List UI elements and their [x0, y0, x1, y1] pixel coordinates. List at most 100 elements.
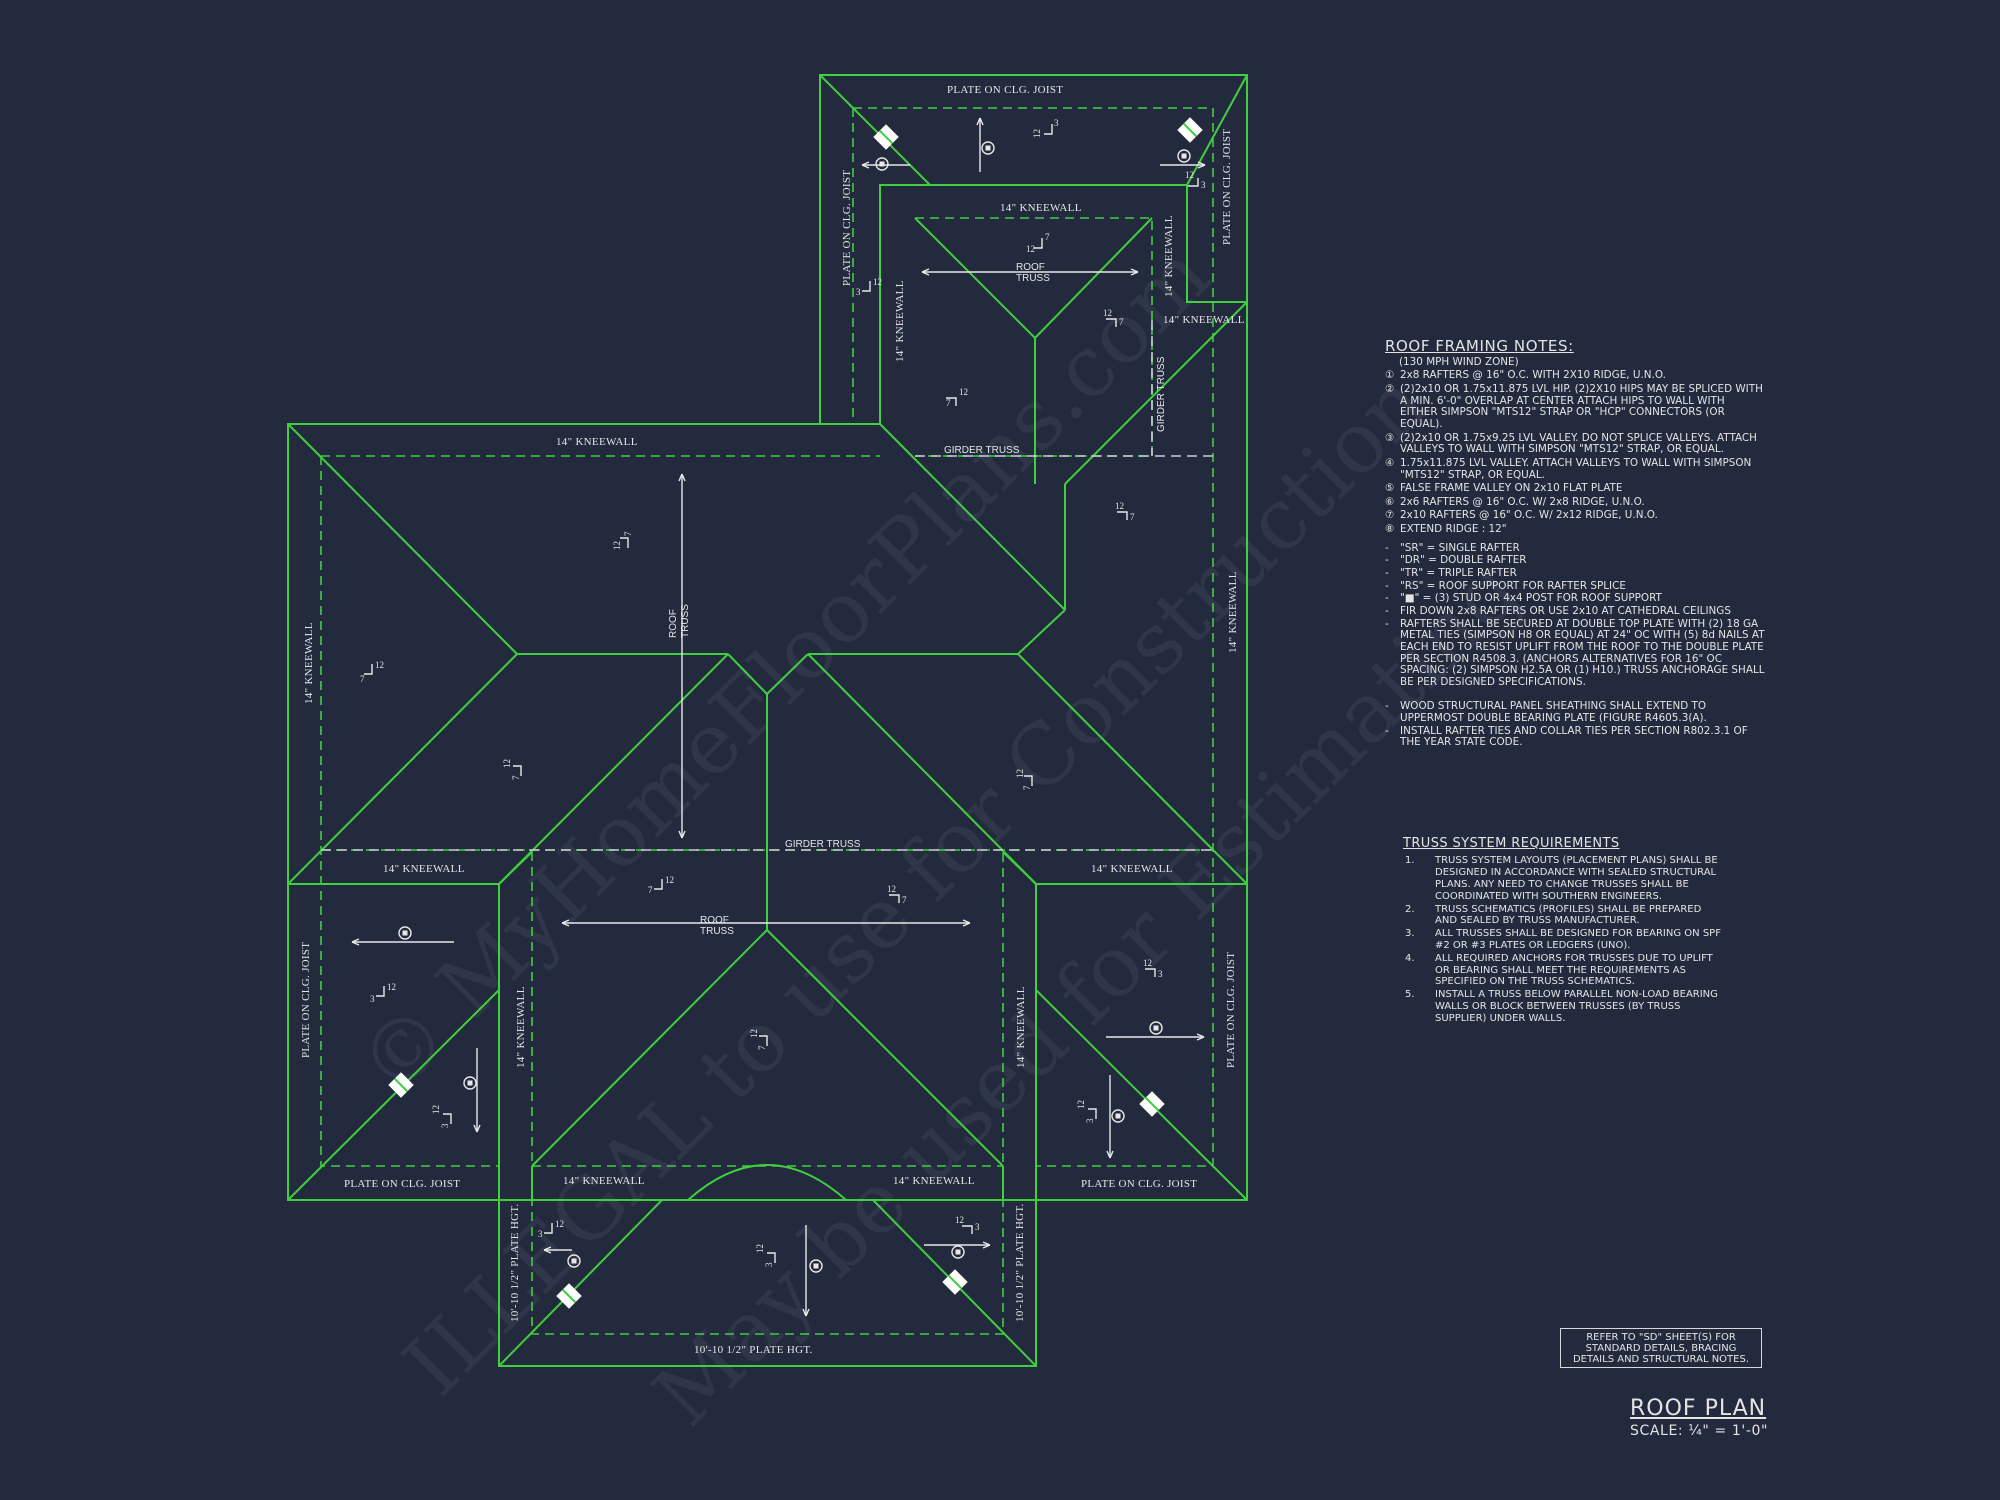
- pitch-symbol: 127: [612, 531, 633, 550]
- pitch-symbol: 127: [1015, 769, 1033, 790]
- svg-text:12: 12: [959, 387, 968, 397]
- svg-text:3: 3: [1085, 1118, 1095, 1123]
- svg-text:12: 12: [431, 1105, 441, 1114]
- svg-text:7: 7: [648, 885, 653, 895]
- svg-text:7: 7: [360, 674, 365, 684]
- label-kneewall-right: 14" KNEEWALL: [1227, 571, 1239, 653]
- label-plate-hgt-right: 10'-10 1/2" PLATE HGT.: [1014, 1203, 1026, 1322]
- svg-text:7: 7: [1130, 512, 1135, 522]
- truss-system-requirements: TRUSS SYSTEM REQUIREMENTS 1.TRUSS SYSTEM…: [1403, 836, 1723, 1024]
- label-kneewall-front-right: 14" KNEEWALL: [1015, 986, 1027, 1068]
- definition-item: -"DR" = DOUBLE RAFTER: [1385, 554, 1527, 567]
- svg-text:12: 12: [387, 982, 396, 992]
- svg-text:12: 12: [1015, 769, 1025, 778]
- truss-item: 4.ALL REQUIRED ANCHORS FOR TRUSSES DUE T…: [1405, 952, 1713, 988]
- hip-marker: [1177, 117, 1203, 143]
- svg-text:3: 3: [1054, 118, 1059, 128]
- reference-note-box: REFER TO "SD" SHEET(S) FOR STANDARD DETA…: [1560, 1328, 1762, 1368]
- roof-framing-notes: ROOF FRAMING NOTES: (130 MPH WIND ZONE) …: [1385, 338, 1765, 749]
- svg-text:7: 7: [946, 398, 951, 408]
- svg-text:7: 7: [1045, 232, 1050, 242]
- note-item: ②(2)2x10 OR 1.75x11.875 LVL HIP. (2)2X10…: [1385, 383, 1763, 430]
- truss-item: 1.TRUSS SYSTEM LAYOUTS (PLACEMENT PLANS)…: [1405, 855, 1718, 902]
- post-marker: [875, 157, 889, 171]
- label-plate-upper-right: PLATE ON CLG. JOIST: [1221, 129, 1233, 245]
- label-plate-right-wing: PLATE ON CLG. JOIST: [1225, 952, 1237, 1068]
- roof-lines: [287, 74, 1248, 1367]
- svg-text:3: 3: [764, 1262, 774, 1267]
- ref-line: STANDARD DETAILS, BRACING: [1585, 1343, 1737, 1354]
- svg-text:12: 12: [1103, 308, 1112, 318]
- svg-text:3: 3: [440, 1123, 450, 1128]
- svg-text:12: 12: [755, 1244, 765, 1253]
- label-kneewall-right-wing: 14" KNEEWALL: [1091, 863, 1173, 875]
- pitch-symbol: 127: [887, 884, 907, 905]
- definition-item: -FIR DOWN 2x8 RAFTERS OR USE 2x10 AT CAT…: [1385, 604, 1731, 617]
- post-marker: [1177, 149, 1191, 163]
- label-girder-truss-vertical: GIRDER TRUSS: [1156, 356, 1167, 432]
- pitch-symbol: 12 3: [1076, 1100, 1097, 1123]
- label-kneewall-left: 14" KNEEWALL: [303, 622, 315, 704]
- svg-text:12: 12: [375, 660, 384, 670]
- pitch-symbol: 12 3: [755, 1244, 776, 1267]
- label-girder-truss-main: GIRDER TRUSS: [785, 839, 861, 850]
- svg-text:12: 12: [555, 1219, 564, 1229]
- truss-item: 5.INSTALL A TRUSS BELOW PARALLEL NON-LOA…: [1405, 989, 1718, 1024]
- definition-item: -"TR" = TRIPLE RAFTER: [1385, 567, 1517, 580]
- svg-text:12: 12: [749, 1029, 759, 1038]
- svg-text:7: 7: [511, 775, 521, 780]
- label-kneewall-main: 14" KNEEWALL: [556, 436, 638, 448]
- post-marker: [981, 141, 995, 155]
- svg-text:12: 12: [873, 277, 882, 287]
- notes-subtitle: (130 MPH WIND ZONE): [1399, 355, 1519, 368]
- svg-text:12: 12: [1076, 1100, 1086, 1109]
- pitch-symbol: 127: [1115, 501, 1135, 522]
- ref-line: REFER TO "SD" SHEET(S) FOR: [1586, 1332, 1736, 1343]
- pitch-symbol: 127: [502, 759, 522, 780]
- svg-text:3: 3: [538, 1229, 543, 1239]
- pitch-symbol: 712: [648, 875, 674, 895]
- notes-title: ROOF FRAMING NOTES:: [1385, 337, 1574, 355]
- svg-text:3: 3: [1158, 969, 1163, 979]
- ref-line: DETAILS AND STRUCTURAL NOTES.: [1572, 1354, 1749, 1365]
- label-kneewall-upper-left: 14" KNEEWALL: [894, 280, 906, 362]
- svg-text:3: 3: [856, 287, 861, 297]
- pitch-symbol: 127: [1103, 308, 1124, 327]
- truss-item: 2.TRUSS SCHEMATICS (PROFILES) SHALL BE P…: [1405, 903, 1702, 927]
- roof-support-posts: [398, 141, 1191, 1273]
- svg-text:3: 3: [1201, 180, 1206, 190]
- label-kneewall-upper-right: 14" KNEEWALL: [1163, 314, 1245, 326]
- sheet-scale: SCALE: ¼" = 1'-0": [1630, 1423, 1769, 1439]
- svg-text:12: 12: [887, 884, 896, 894]
- label-kneewall-upper: 14" KNEEWALL: [1000, 202, 1082, 214]
- definition-item: -"■" = (3) STUD OR 4x4 POST FOR ROOF SUP…: [1385, 592, 1662, 605]
- label-kneewall-upper-side: 14" KNEEWALL: [1163, 215, 1175, 297]
- label-kneewall-bottom-left: 14" KNEEWALL: [563, 1175, 645, 1187]
- label-kneewall-front-left: 14" KNEEWALL: [515, 986, 527, 1068]
- pitch-symbol: 123: [1032, 118, 1059, 138]
- definition-item: -"RS" = ROOF SUPPORT FOR RAFTER SPLICE: [1385, 579, 1626, 592]
- pitch-symbol: 12 7: [946, 387, 968, 408]
- label-roof-truss-front-1: ROOF: [700, 915, 729, 926]
- pitch-symbol: 12 7: [749, 1029, 768, 1050]
- svg-text:12: 12: [1026, 244, 1035, 254]
- pitch-symbol: 123: [1185, 170, 1206, 190]
- svg-text:12: 12: [955, 1215, 964, 1225]
- svg-text:7: 7: [757, 1045, 767, 1050]
- label-plate-hgt-left: 10'-10 1/2" PLATE HGT.: [509, 1203, 521, 1322]
- pitch-symbol: 3 12: [856, 277, 882, 297]
- svg-text:12: 12: [612, 541, 622, 550]
- label-roof-truss-main-1: ROOF: [668, 609, 679, 638]
- pitch-symbol: 7 12: [360, 660, 384, 684]
- label-plate-top: PLATE ON CLG. JOIST: [947, 84, 1063, 96]
- label-plate-bottom-right: PLATE ON CLG. JOIST: [1081, 1178, 1197, 1190]
- label-roof-truss-upper-1: ROOF: [1016, 262, 1045, 273]
- post-marker: [809, 1259, 823, 1273]
- label-plate-left-wing: PLATE ON CLG. JOIST: [300, 942, 312, 1058]
- label-roof-truss-upper-2: TRUSS: [1016, 273, 1050, 284]
